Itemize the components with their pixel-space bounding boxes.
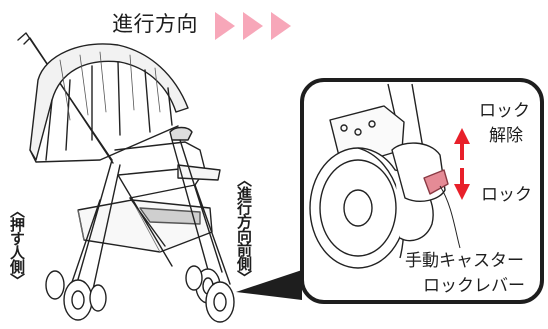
rear-wheels	[45, 270, 107, 321]
triangle-3	[271, 12, 291, 40]
caster-wheel-closeup	[309, 83, 461, 269]
lock-label: ロック	[481, 185, 532, 205]
triangle-2	[243, 12, 263, 40]
caster-lock-lever	[423, 169, 449, 195]
lever-label-line2: ロックレバー	[423, 276, 525, 296]
lock-release-label: ロック	[479, 101, 530, 121]
stroller-front-legs	[171, 139, 231, 285]
lock-release-label-line2: 解除	[489, 126, 523, 146]
lever-label: 手動キャスター	[405, 251, 524, 271]
triangle-1	[215, 12, 235, 40]
forward-triangles-icon	[215, 12, 291, 40]
wheel-outer	[309, 147, 407, 269]
callout-pointer	[236, 270, 302, 300]
stroller-rear-legs	[69, 159, 121, 295]
stroller-illustration	[17, 32, 235, 323]
front-wheels	[185, 265, 235, 323]
forward-side-label: 〈進行方向前側〉	[235, 172, 253, 284]
stroller-canopy	[29, 43, 189, 161]
up-down-arrow-icon	[454, 128, 470, 200]
direction-label: 進行方向	[112, 12, 198, 36]
push-side-label: 〈押す人側〉	[8, 203, 26, 287]
